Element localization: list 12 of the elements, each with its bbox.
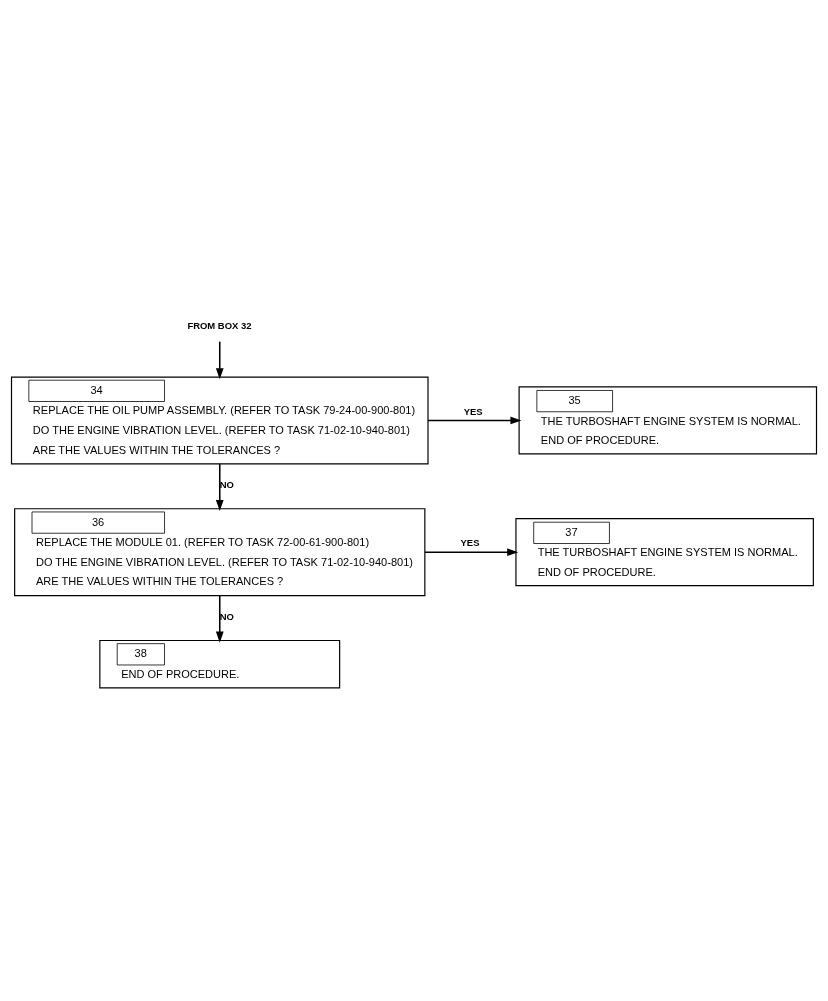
arrow [215, 340, 224, 380]
edge-label: YES [460, 537, 480, 549]
edge-label: NO [219, 610, 234, 622]
node-box: 35 THE TURBOSHAFT ENGINE SYSTEM IS NORMAL. END OF PROCEDURE. [518, 386, 818, 455]
arrow [424, 548, 519, 557]
arrow [215, 463, 224, 512]
edge-label: YES [463, 405, 483, 417]
edge-label: NO [219, 478, 234, 490]
node-box: 38 END OF PROCEDURE. [99, 639, 341, 689]
node-text: FROM BOX 32 [187, 320, 252, 332]
arrow [427, 416, 522, 425]
arrow [215, 594, 224, 643]
